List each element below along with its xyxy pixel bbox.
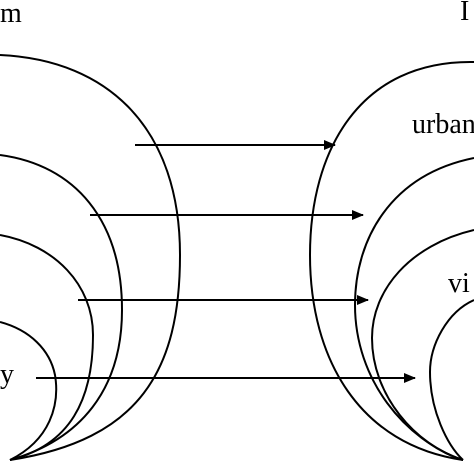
label-urban: urban [412, 109, 474, 140]
right-nested-sets [308, 60, 474, 461]
right-outer-ellipse [308, 60, 474, 461]
mapping-arrows [36, 140, 416, 383]
right-ellipse-2 [353, 157, 474, 461]
left-nested-sets [0, 54, 182, 461]
right-inner-ellipse [428, 299, 474, 461]
right-ellipse-3 [370, 229, 474, 461]
left-outer-ellipse [0, 54, 182, 461]
left-ellipse-3 [0, 234, 95, 461]
left-heading-fragment: m [0, 0, 22, 29]
left-inner-ellipse [0, 321, 58, 461]
left-ellipse-2 [0, 154, 124, 461]
label-y: y [0, 359, 14, 390]
right-heading-fragment: I [460, 0, 469, 27]
label-vi: vi [448, 268, 470, 299]
